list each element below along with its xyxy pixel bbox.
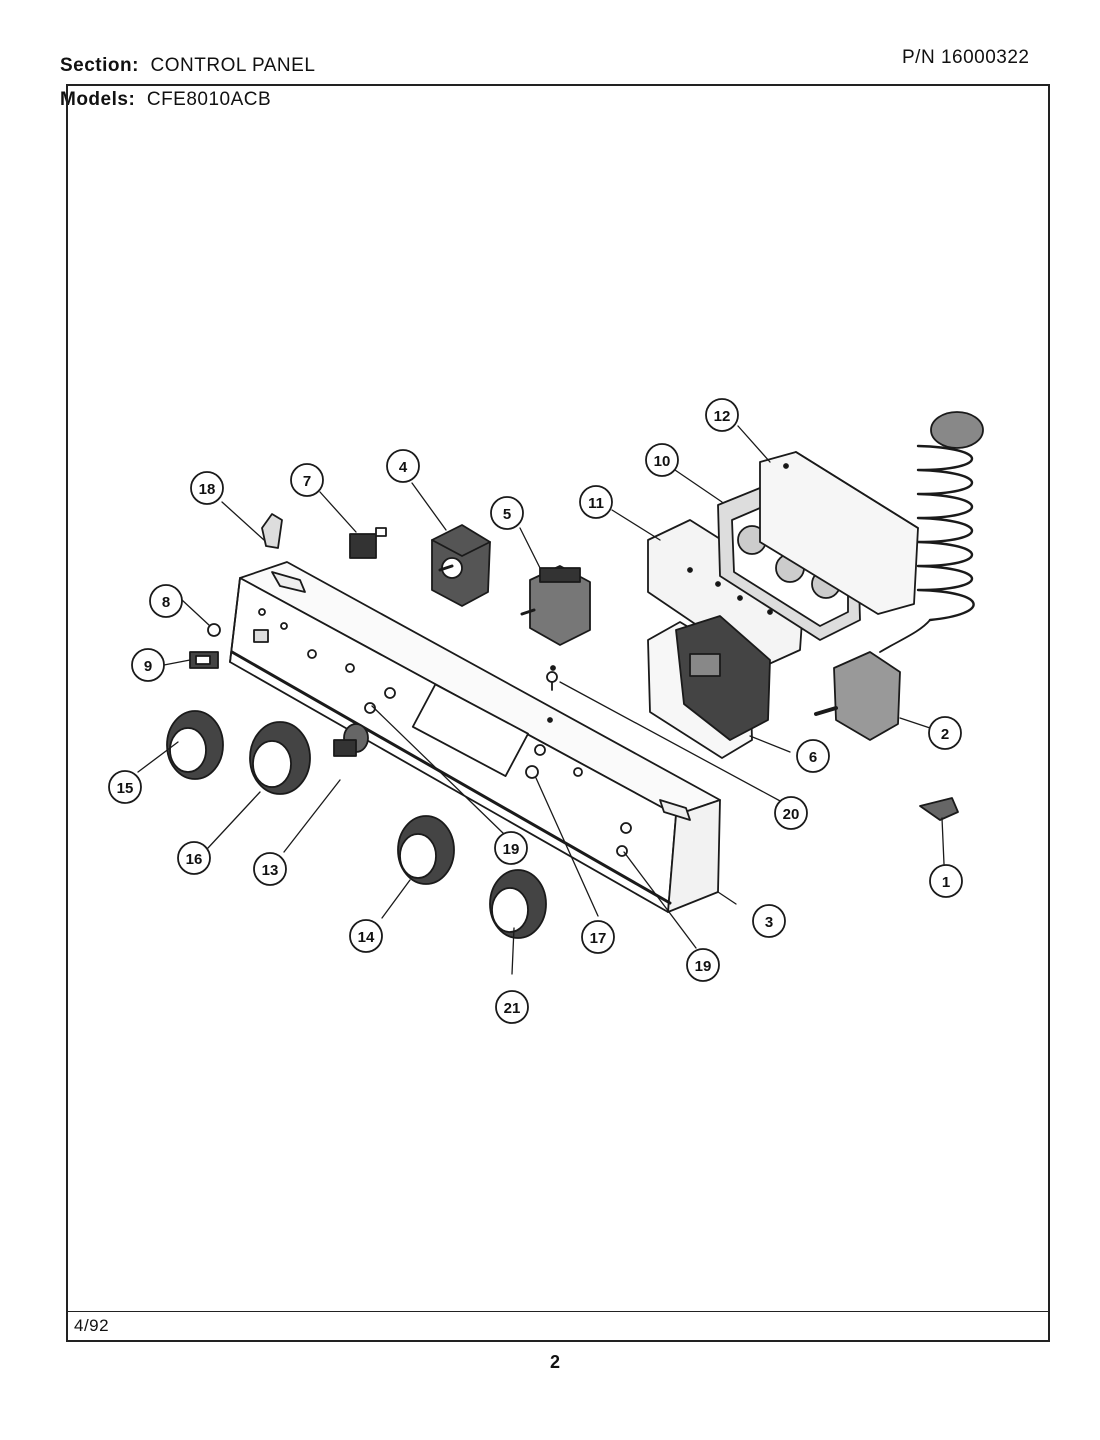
svg-text:1: 1 xyxy=(942,874,950,891)
svg-text:14: 14 xyxy=(358,929,375,946)
section-value: CONTROL PANEL xyxy=(150,55,316,76)
callout-13: 13 xyxy=(253,852,287,886)
callout-2: 2 xyxy=(928,716,962,750)
part-infinite-switch-5 xyxy=(520,565,591,646)
svg-text:15: 15 xyxy=(117,780,134,797)
callout-7: 7 xyxy=(290,463,324,497)
models-label: Models: xyxy=(60,89,136,110)
callout-5: 5 xyxy=(490,496,524,530)
svg-text:11: 11 xyxy=(588,495,604,512)
part-knob-15 xyxy=(166,710,224,780)
part-clip-1 xyxy=(919,797,959,821)
part-knob-16 xyxy=(249,721,311,795)
footer-divider xyxy=(66,1311,1050,1312)
callout-8: 8 xyxy=(149,584,183,618)
svg-text:18: 18 xyxy=(199,481,216,498)
svg-text:9: 9 xyxy=(144,658,152,675)
callout-15: 15 xyxy=(108,770,142,804)
part-push-button-13 xyxy=(333,723,369,757)
part-screw-20 xyxy=(546,671,558,691)
callout-17: 17 xyxy=(581,920,615,954)
svg-text:4: 4 xyxy=(399,459,408,476)
callout-1: 1 xyxy=(929,864,963,898)
part-relay-6 xyxy=(647,615,771,759)
models-heading: Models: CFE8010ACB xyxy=(60,89,271,111)
models-value: CFE8010ACB xyxy=(146,89,272,110)
svg-text:12: 12 xyxy=(714,408,731,425)
svg-text:8: 8 xyxy=(162,594,170,611)
callout-10: 10 xyxy=(645,443,679,477)
part-nut-17 xyxy=(525,765,539,779)
svg-text:13: 13 xyxy=(262,862,279,879)
svg-text:2: 2 xyxy=(941,726,949,743)
svg-text:10: 10 xyxy=(654,453,671,470)
callout-9: 9 xyxy=(131,648,165,682)
callout-16: 16 xyxy=(177,841,211,875)
part-overlay-11 xyxy=(647,519,805,669)
svg-text:17: 17 xyxy=(590,930,607,947)
page-number: 2 xyxy=(550,1352,561,1372)
part-module-box-12 xyxy=(759,451,919,615)
revision-date: 4/92 xyxy=(74,1316,110,1335)
svg-text:19: 19 xyxy=(503,841,520,858)
svg-text:16: 16 xyxy=(186,851,203,868)
part-indicator-light-8 xyxy=(207,623,221,637)
callout-4: 4 xyxy=(386,449,420,483)
control-panel-housing xyxy=(229,561,721,913)
callout-20: 20 xyxy=(774,796,808,830)
callout-14: 14 xyxy=(349,919,383,953)
svg-text:6: 6 xyxy=(809,749,817,766)
callout-19-right: 19 xyxy=(686,948,720,982)
section-heading: Section: CONTROL PANEL xyxy=(60,55,315,77)
part-number: P/N 16000322 xyxy=(902,47,1030,68)
svg-text:20: 20 xyxy=(783,806,800,823)
callout-3: 3 xyxy=(752,904,786,938)
part-switch-7 xyxy=(349,527,387,559)
svg-text:19: 19 xyxy=(695,958,712,975)
section-label: Section: xyxy=(60,55,139,76)
svg-text:5: 5 xyxy=(503,506,511,523)
svg-text:3: 3 xyxy=(765,914,773,931)
svg-text:7: 7 xyxy=(303,473,311,490)
callout-labels: 18 7 4 5 11 10 12 8 9 15 16 13 14 21 17 … xyxy=(108,398,963,1024)
callout-18: 18 xyxy=(190,471,224,505)
callout-19-left: 19 xyxy=(494,831,528,865)
part-clip-18 xyxy=(261,513,283,549)
callout-21: 21 xyxy=(495,990,529,1024)
leader-lines xyxy=(137,425,945,975)
part-infinite-switch-4 xyxy=(431,524,491,607)
svg-text:21: 21 xyxy=(504,1000,521,1017)
part-nut-19a xyxy=(364,702,376,714)
part-knob-14 xyxy=(397,815,455,885)
part-thermostat-2 xyxy=(814,411,984,741)
part-rocker-switch-9 xyxy=(189,651,219,669)
callout-11: 11 xyxy=(579,485,613,519)
callout-12: 12 xyxy=(705,398,739,432)
diagram-frame xyxy=(66,84,1050,1342)
part-knob-21 xyxy=(489,869,547,939)
callout-6: 6 xyxy=(796,739,830,773)
